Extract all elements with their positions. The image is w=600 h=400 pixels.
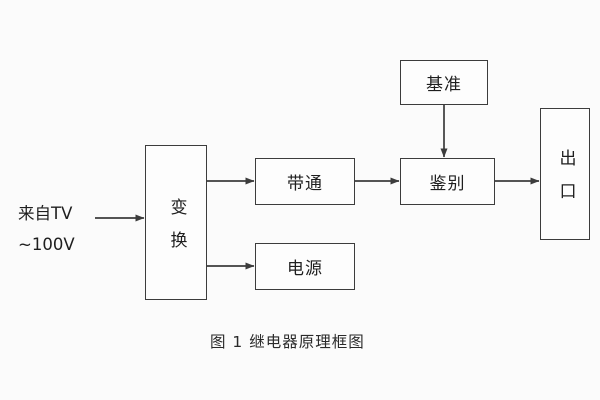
block-output-label: 出口 — [555, 149, 576, 215]
block-reference: 基准 — [400, 60, 488, 105]
block-convert: 变换 — [145, 145, 207, 300]
block-discriminator-label: 鉴别 — [429, 174, 466, 194]
block-power-supply: 电源 — [255, 243, 355, 290]
figure-caption: 图 1 继电器原理框图 — [210, 333, 365, 351]
block-discriminator: 鉴别 — [400, 158, 495, 205]
block-power-supply-label: 电源 — [287, 259, 323, 279]
block-bandpass: 带通 — [255, 158, 355, 205]
input-source-label: 来自TV ~100V — [18, 198, 75, 261]
input-source-line2: ~100V — [18, 235, 75, 255]
block-output: 出口 — [540, 108, 590, 240]
input-source-line1: 来自TV — [18, 204, 73, 223]
block-convert-label: 变换 — [166, 197, 187, 264]
block-bandpass-label: 带通 — [287, 174, 323, 194]
block-reference-label: 基准 — [426, 75, 462, 95]
